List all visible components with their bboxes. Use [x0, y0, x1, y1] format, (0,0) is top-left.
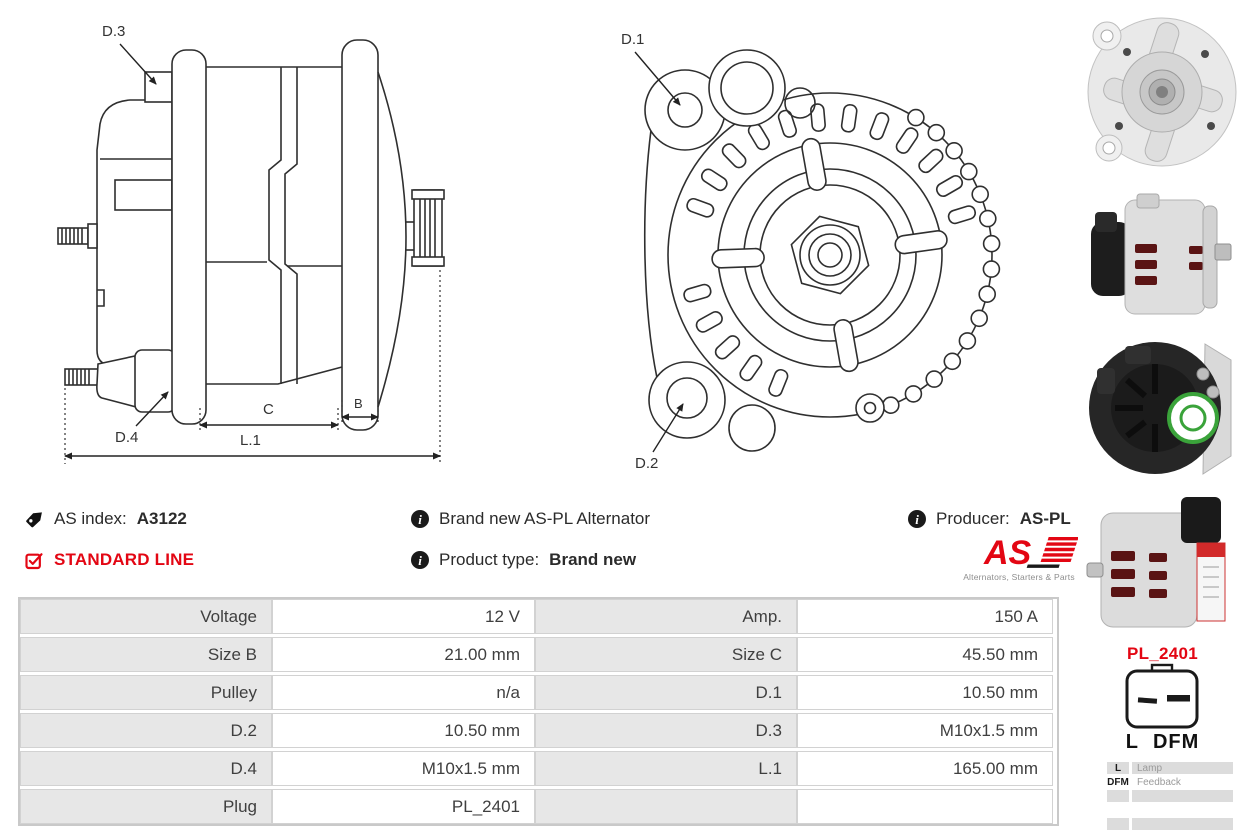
product-photo-side-label[interactable] [1085, 487, 1239, 639]
product-photo-side-rear[interactable] [1085, 186, 1239, 328]
spec-label: Amp. [535, 599, 797, 634]
tag-icon [24, 509, 44, 529]
description-row: i Brand new AS-PL Alternator [411, 509, 650, 529]
legend-abbr: DFM [1107, 776, 1129, 788]
spec-value: 165.00 mm [797, 751, 1053, 786]
label-b: B [354, 396, 363, 411]
spec-label [535, 789, 797, 824]
spec-value [797, 789, 1053, 824]
label-d1: D.1 [621, 31, 644, 48]
label-d3: D.3 [102, 23, 125, 40]
plug-connector-diagram [1117, 662, 1207, 737]
spec-label: L.1 [535, 751, 797, 786]
spec-value: n/a [272, 675, 535, 710]
standard-line-row: STANDARD LINE [24, 550, 194, 570]
spec-table: Voltage 12 V Amp. 150 A Size B 21.00 mm … [18, 597, 1059, 826]
legend-desc: Lamp [1132, 762, 1233, 774]
checkbox-checked-icon [24, 550, 44, 570]
spec-value: 21.00 mm [272, 637, 535, 672]
spec-value: M10x1.5 mm [797, 713, 1053, 748]
spec-label: Pulley [20, 675, 272, 710]
as-index-value: A3122 [136, 509, 187, 528]
product-type-label: Product type: [439, 550, 540, 569]
description-text: Brand new AS-PL Alternator [439, 509, 651, 528]
spec-label: D.1 [535, 675, 797, 710]
as-index-row: AS index: A3122 [24, 509, 187, 529]
spec-label: D.3 [535, 713, 797, 748]
product-type-value: Brand new [549, 550, 637, 569]
legend-row: L Lamp [1107, 762, 1233, 774]
label-l1: L.1 [240, 432, 261, 449]
spec-value: 12 V [272, 599, 535, 634]
plug-code: PL_2401 [1126, 644, 1199, 663]
standard-line-label: STANDARD LINE [54, 550, 195, 569]
spec-value: 10.50 mm [797, 675, 1053, 710]
spec-label: D.4 [20, 751, 272, 786]
spec-label: Size B [20, 637, 272, 672]
legend-desc: Feedback [1132, 776, 1233, 788]
producer-label: Producer: [936, 509, 1010, 528]
label-d2: D.2 [635, 455, 658, 472]
as-index-label: AS index: [54, 509, 127, 528]
spec-value: 10.50 mm [272, 713, 535, 748]
legend-abbr: L [1107, 762, 1129, 774]
plug-pin-labels: L DFM [1090, 731, 1235, 754]
as-pl-logo: AS Alternators, Starters & Parts [960, 533, 1078, 582]
spec-label: D.2 [20, 713, 272, 748]
pin-label-dfm: DFM [1152, 731, 1200, 753]
spec-value: 150 A [797, 599, 1053, 634]
legend-row-empty [1107, 804, 1233, 816]
spec-value: 45.50 mm [797, 637, 1053, 672]
producer-row: i Producer: AS-PL [908, 509, 1071, 529]
info-icon: i [908, 510, 926, 528]
spec-value: PL_2401 [272, 789, 535, 824]
legend-row: DFM Feedback [1107, 776, 1233, 788]
product-type-row: i Product type: Brand new [411, 550, 636, 570]
spec-value: M10x1.5 mm [272, 751, 535, 786]
label-d4: D.4 [115, 429, 138, 446]
logo-text: AS [983, 534, 1032, 571]
spec-label: Voltage [20, 599, 272, 634]
front-view-diagram: D.1 D.2 [595, 10, 1015, 475]
product-photo-front[interactable] [1085, 6, 1239, 178]
info-icon: i [411, 510, 429, 528]
label-c: C [263, 401, 274, 418]
logo-tagline: Alternators, Starters & Parts [963, 572, 1075, 582]
pin-legend-table: L Lamp DFM Feedback [1107, 762, 1233, 832]
side-view-diagram: D.3 D.4 C B L.1 [40, 12, 460, 472]
legend-row-empty [1107, 818, 1233, 830]
pin-label-l: L [1125, 731, 1139, 753]
info-icon: i [411, 551, 429, 569]
product-photo-rear[interactable] [1085, 334, 1239, 482]
producer-value: AS-PL [1019, 509, 1071, 528]
legend-row-empty [1107, 790, 1233, 802]
spec-label: Size C [535, 637, 797, 672]
spec-label: Plug [20, 789, 272, 824]
